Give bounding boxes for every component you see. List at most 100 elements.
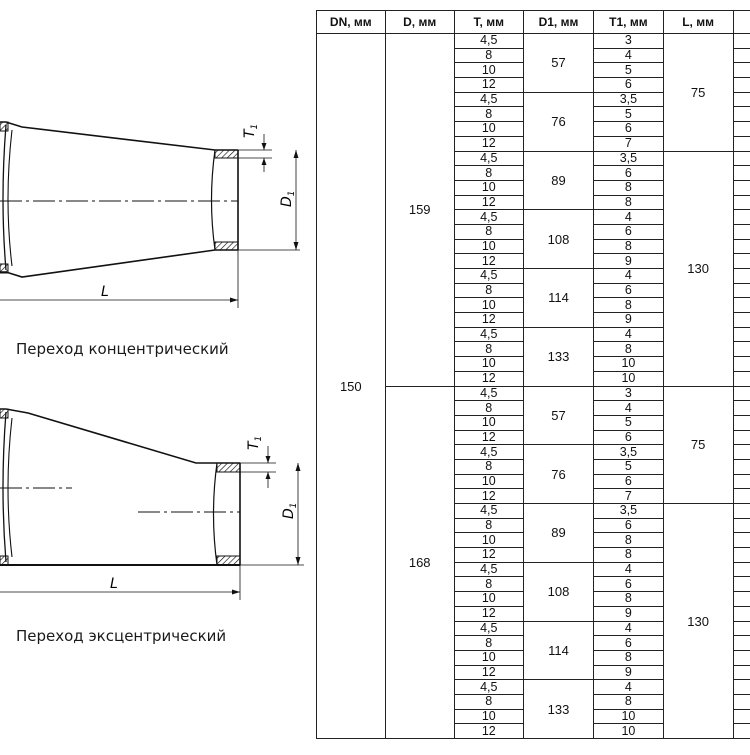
cell-cut-off (733, 533, 750, 548)
cell-cut-off (733, 401, 750, 416)
cell-t: 10 (454, 650, 523, 665)
cell-d1: 76 (523, 445, 593, 504)
cell-t: 12 (454, 665, 523, 680)
cell-cut-off (733, 122, 750, 137)
cell-t1: 8 (594, 239, 663, 254)
svg-text:D1: D1 (281, 502, 299, 519)
cell-t: 12 (454, 724, 523, 739)
cell-t1: 8 (594, 650, 663, 665)
cell-t1: 3,5 (594, 92, 663, 107)
eccentric-caption: Переход эксцентрический (16, 627, 226, 645)
cell-cut-off (733, 239, 750, 254)
cell-cut-off (733, 694, 750, 709)
cell-cut-off (733, 48, 750, 63)
cell-t1: 4 (594, 562, 663, 577)
cell-d1: 57 (523, 34, 593, 93)
cell-cut-off (733, 562, 750, 577)
cell-t1: 9 (594, 606, 663, 621)
cell-l: 75 (663, 386, 733, 504)
cell-cut-off (733, 445, 750, 460)
concentric-caption: Переход концентрический (16, 340, 229, 358)
cell-cut-off (733, 371, 750, 386)
cell-t1: 6 (594, 224, 663, 239)
cell-t1: 9 (594, 665, 663, 680)
cell-t1: 6 (594, 430, 663, 445)
cell-t1: 3 (594, 386, 663, 401)
cell-t1: 9 (594, 313, 663, 328)
cell-t: 4,5 (454, 445, 523, 460)
cell-t: 8 (454, 636, 523, 651)
cell-cut-off (733, 210, 750, 225)
cell-cut-off (733, 298, 750, 313)
cell-t1: 5 (594, 107, 663, 122)
cell-t1: 6 (594, 518, 663, 533)
cell-cut-off (733, 650, 750, 665)
cell-cut-off (733, 489, 750, 504)
cell-t: 4,5 (454, 269, 523, 284)
cell-t1: 8 (594, 548, 663, 563)
concentric-outer-bottom (0, 250, 238, 277)
cell-d1: 114 (523, 269, 593, 328)
cell-t: 12 (454, 195, 523, 210)
cell-t1: 4 (594, 210, 663, 225)
cell-t: 10 (454, 709, 523, 724)
cell-t: 8 (454, 401, 523, 416)
cell-cut-off (733, 518, 750, 533)
cell-t1: 10 (594, 371, 663, 386)
cell-t: 4,5 (454, 210, 523, 225)
cell-cut-off (733, 166, 750, 181)
cell-t: 12 (454, 313, 523, 328)
cell-d: 168 (385, 386, 454, 739)
cell-t1: 8 (594, 342, 663, 357)
header-l: L, мм (663, 11, 733, 34)
eccentric-reducer-drawing: T1 D1 L (0, 409, 304, 600)
svg-text:T1: T1 (242, 124, 260, 138)
cell-cut-off (733, 34, 750, 49)
cell-cut-off (733, 386, 750, 401)
eccentric-outer-top (0, 409, 240, 463)
svg-text:T1: T1 (246, 436, 264, 450)
cell-t1: 6 (594, 283, 663, 298)
cell-t1: 8 (594, 533, 663, 548)
cell-t1: 3,5 (594, 151, 663, 166)
cell-t: 4,5 (454, 680, 523, 695)
cell-t: 12 (454, 430, 523, 445)
cell-t: 10 (454, 122, 523, 137)
cell-t1: 4 (594, 269, 663, 284)
cell-t1: 3,5 (594, 445, 663, 460)
header-cut-off (733, 11, 750, 34)
cell-t1: 6 (594, 577, 663, 592)
cell-cut-off (733, 92, 750, 107)
cell-t1: 6 (594, 636, 663, 651)
cell-t: 8 (454, 459, 523, 474)
cell-dn: 150 (317, 34, 386, 739)
table-header-row: DN, мм D, мм T, мм D1, мм T1, мм L, мм (317, 11, 750, 34)
cell-t1: 8 (594, 592, 663, 607)
cell-t: 10 (454, 239, 523, 254)
cell-t1: 6 (594, 166, 663, 181)
cell-cut-off (733, 709, 750, 724)
cell-cut-off (733, 665, 750, 680)
cell-t1: 9 (594, 254, 663, 269)
cell-cut-off (733, 621, 750, 636)
cell-d1: 108 (523, 562, 593, 621)
cell-cut-off (733, 342, 750, 357)
cell-t: 10 (454, 298, 523, 313)
cell-t: 4,5 (454, 34, 523, 49)
cell-t: 10 (454, 533, 523, 548)
cell-t: 4,5 (454, 621, 523, 636)
spec-table: DN, мм D, мм T, мм D1, мм T1, мм L, мм 1… (316, 10, 750, 739)
cell-t: 4,5 (454, 504, 523, 519)
cell-cut-off (733, 636, 750, 651)
cell-d1: 76 (523, 92, 593, 151)
cell-cut-off (733, 606, 750, 621)
cell-t: 12 (454, 548, 523, 563)
cell-t: 10 (454, 180, 523, 195)
cell-t: 4,5 (454, 327, 523, 342)
header-t: T, мм (454, 11, 523, 34)
eccentric-l-label: L (110, 576, 118, 592)
cell-t1: 4 (594, 48, 663, 63)
cell-d1: 133 (523, 680, 593, 739)
